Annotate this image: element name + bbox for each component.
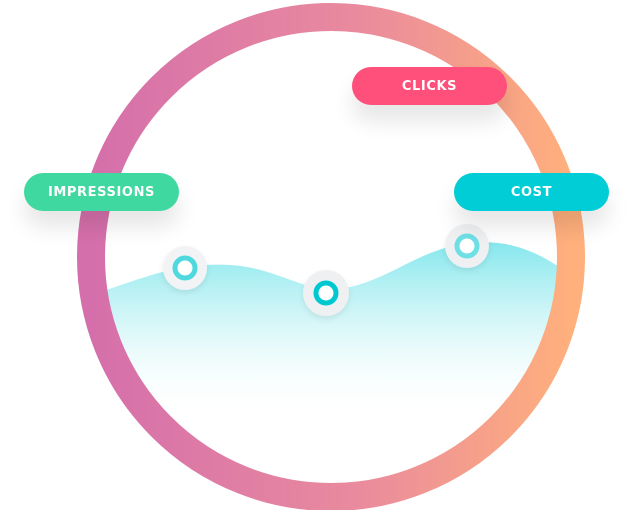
clicks-label: CLICKS <box>352 67 507 105</box>
data-point-icon <box>163 246 207 290</box>
data-point-icon <box>303 270 349 316</box>
wave-area <box>103 242 559 420</box>
gradient-ring <box>77 3 585 510</box>
impressions-label: IMPRESSIONS <box>24 173 179 211</box>
cost-label: COST <box>454 173 609 211</box>
data-point-icon <box>445 224 489 268</box>
